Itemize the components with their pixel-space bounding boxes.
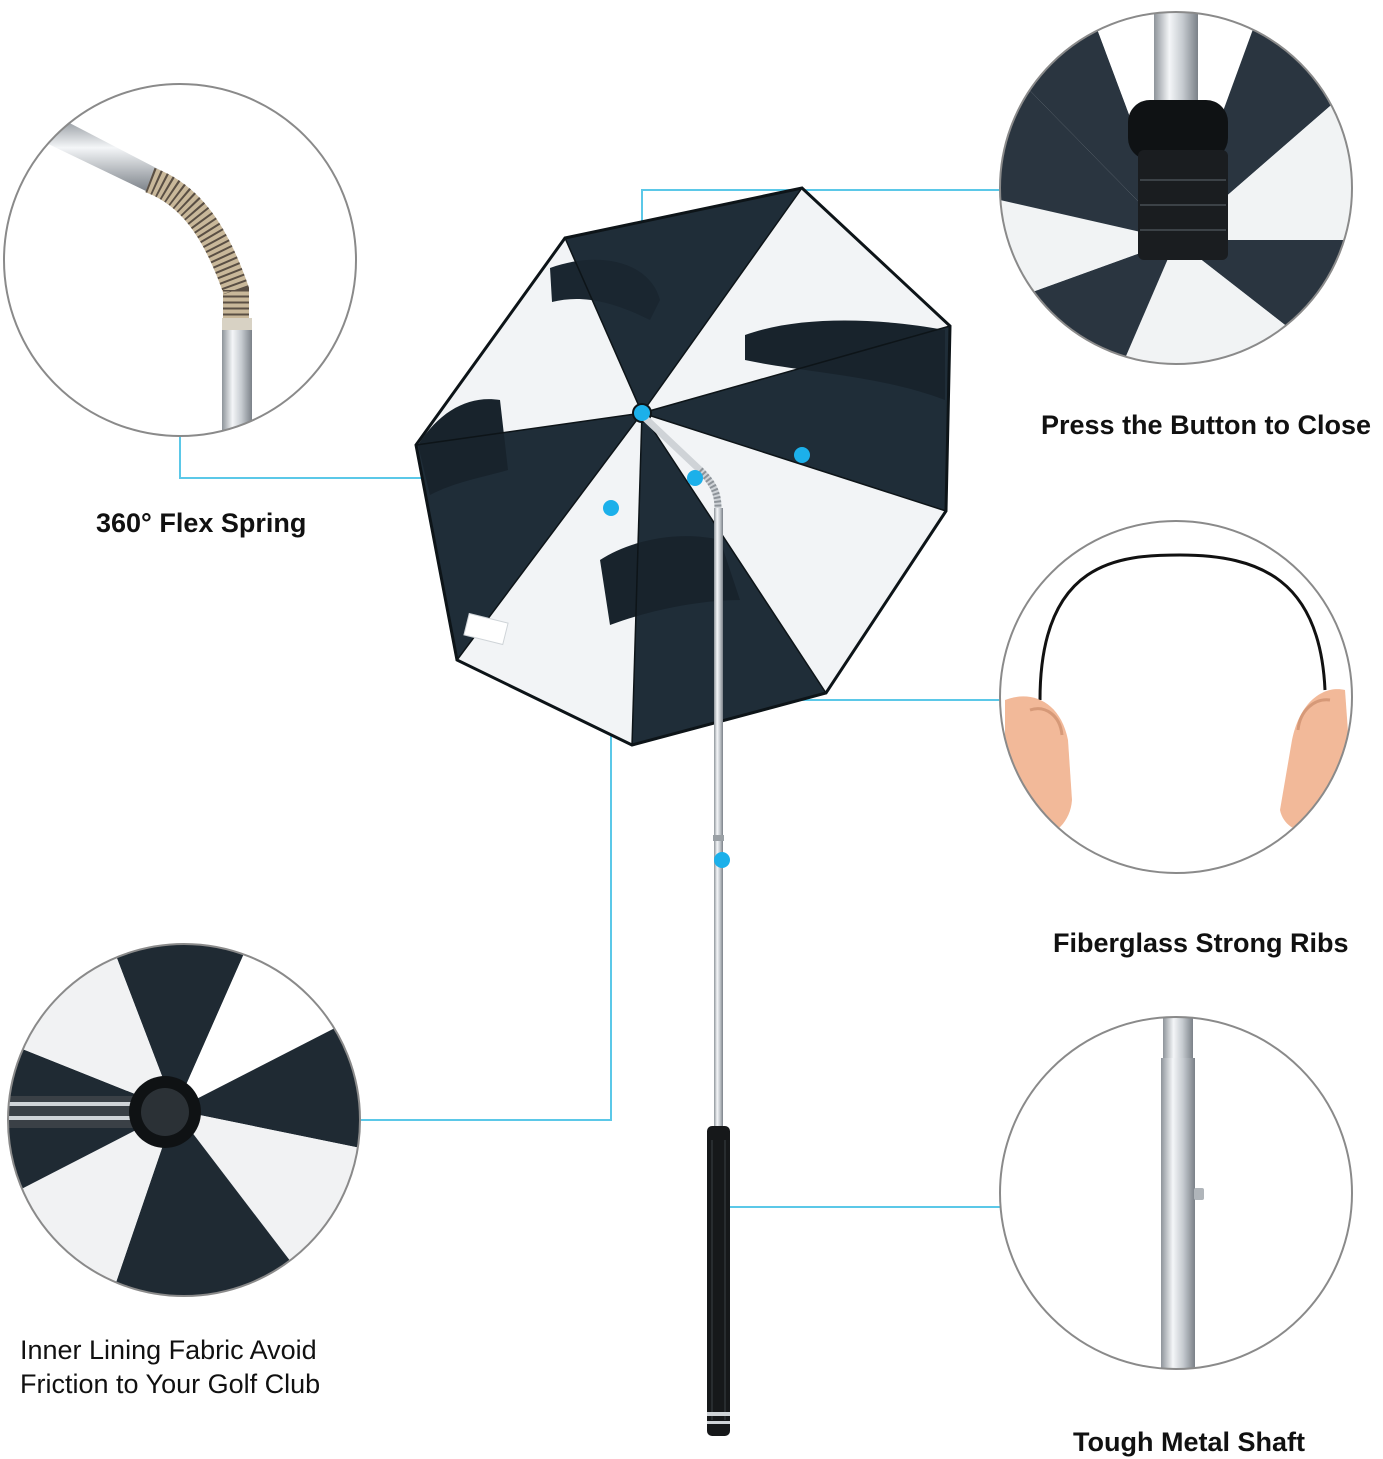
canopy-panel — [642, 413, 946, 693]
press-button-label: Press the Button to Close — [1041, 410, 1372, 440]
callout-dot-flex — [687, 470, 703, 486]
shaft-icon — [999, 1016, 1353, 1370]
shaft-joint — [713, 835, 724, 841]
flex-spring-label: 360° Flex Spring — [96, 508, 307, 538]
spring-icon — [3, 83, 357, 437]
grip — [707, 1126, 730, 1436]
bent-rib-icon — [999, 520, 1353, 874]
callout-dot-press — [634, 405, 650, 421]
vent-flap — [600, 536, 740, 625]
fiberglass-ribs-label: Fiberglass Strong Ribs — [1053, 928, 1349, 958]
button-icon — [999, 11, 1353, 365]
inner-lining-label: Inner Lining Fabric Avoid Friction to Yo… — [20, 1333, 320, 1401]
care-tag — [463, 612, 509, 646]
callout-line-shaft — [721, 860, 1000, 1208]
inner-lining-label-line1: Inner Lining Fabric Avoid — [20, 1335, 317, 1365]
shaft — [714, 508, 723, 1126]
vent-flap — [550, 259, 660, 320]
canopy-panel — [457, 413, 642, 745]
callout-dot-lining — [603, 500, 619, 516]
inner-lining-label-line2: Friction to Your Golf Club — [20, 1369, 321, 1399]
callout-dot-ribs — [794, 447, 810, 463]
umbrella-main — [414, 186, 952, 1436]
grip-texture — [711, 1140, 726, 1420]
vent-flap — [745, 320, 945, 400]
callout-dots — [603, 405, 810, 868]
canopy-panel — [642, 188, 950, 413]
vent-flap — [418, 399, 508, 495]
lining-icon — [7, 943, 361, 1297]
callout-dot-shaft — [714, 852, 730, 868]
canopy-panel — [565, 188, 802, 413]
ribs — [415, 187, 951, 746]
metal-shaft-label: Tough Metal Shaft — [1073, 1427, 1305, 1457]
